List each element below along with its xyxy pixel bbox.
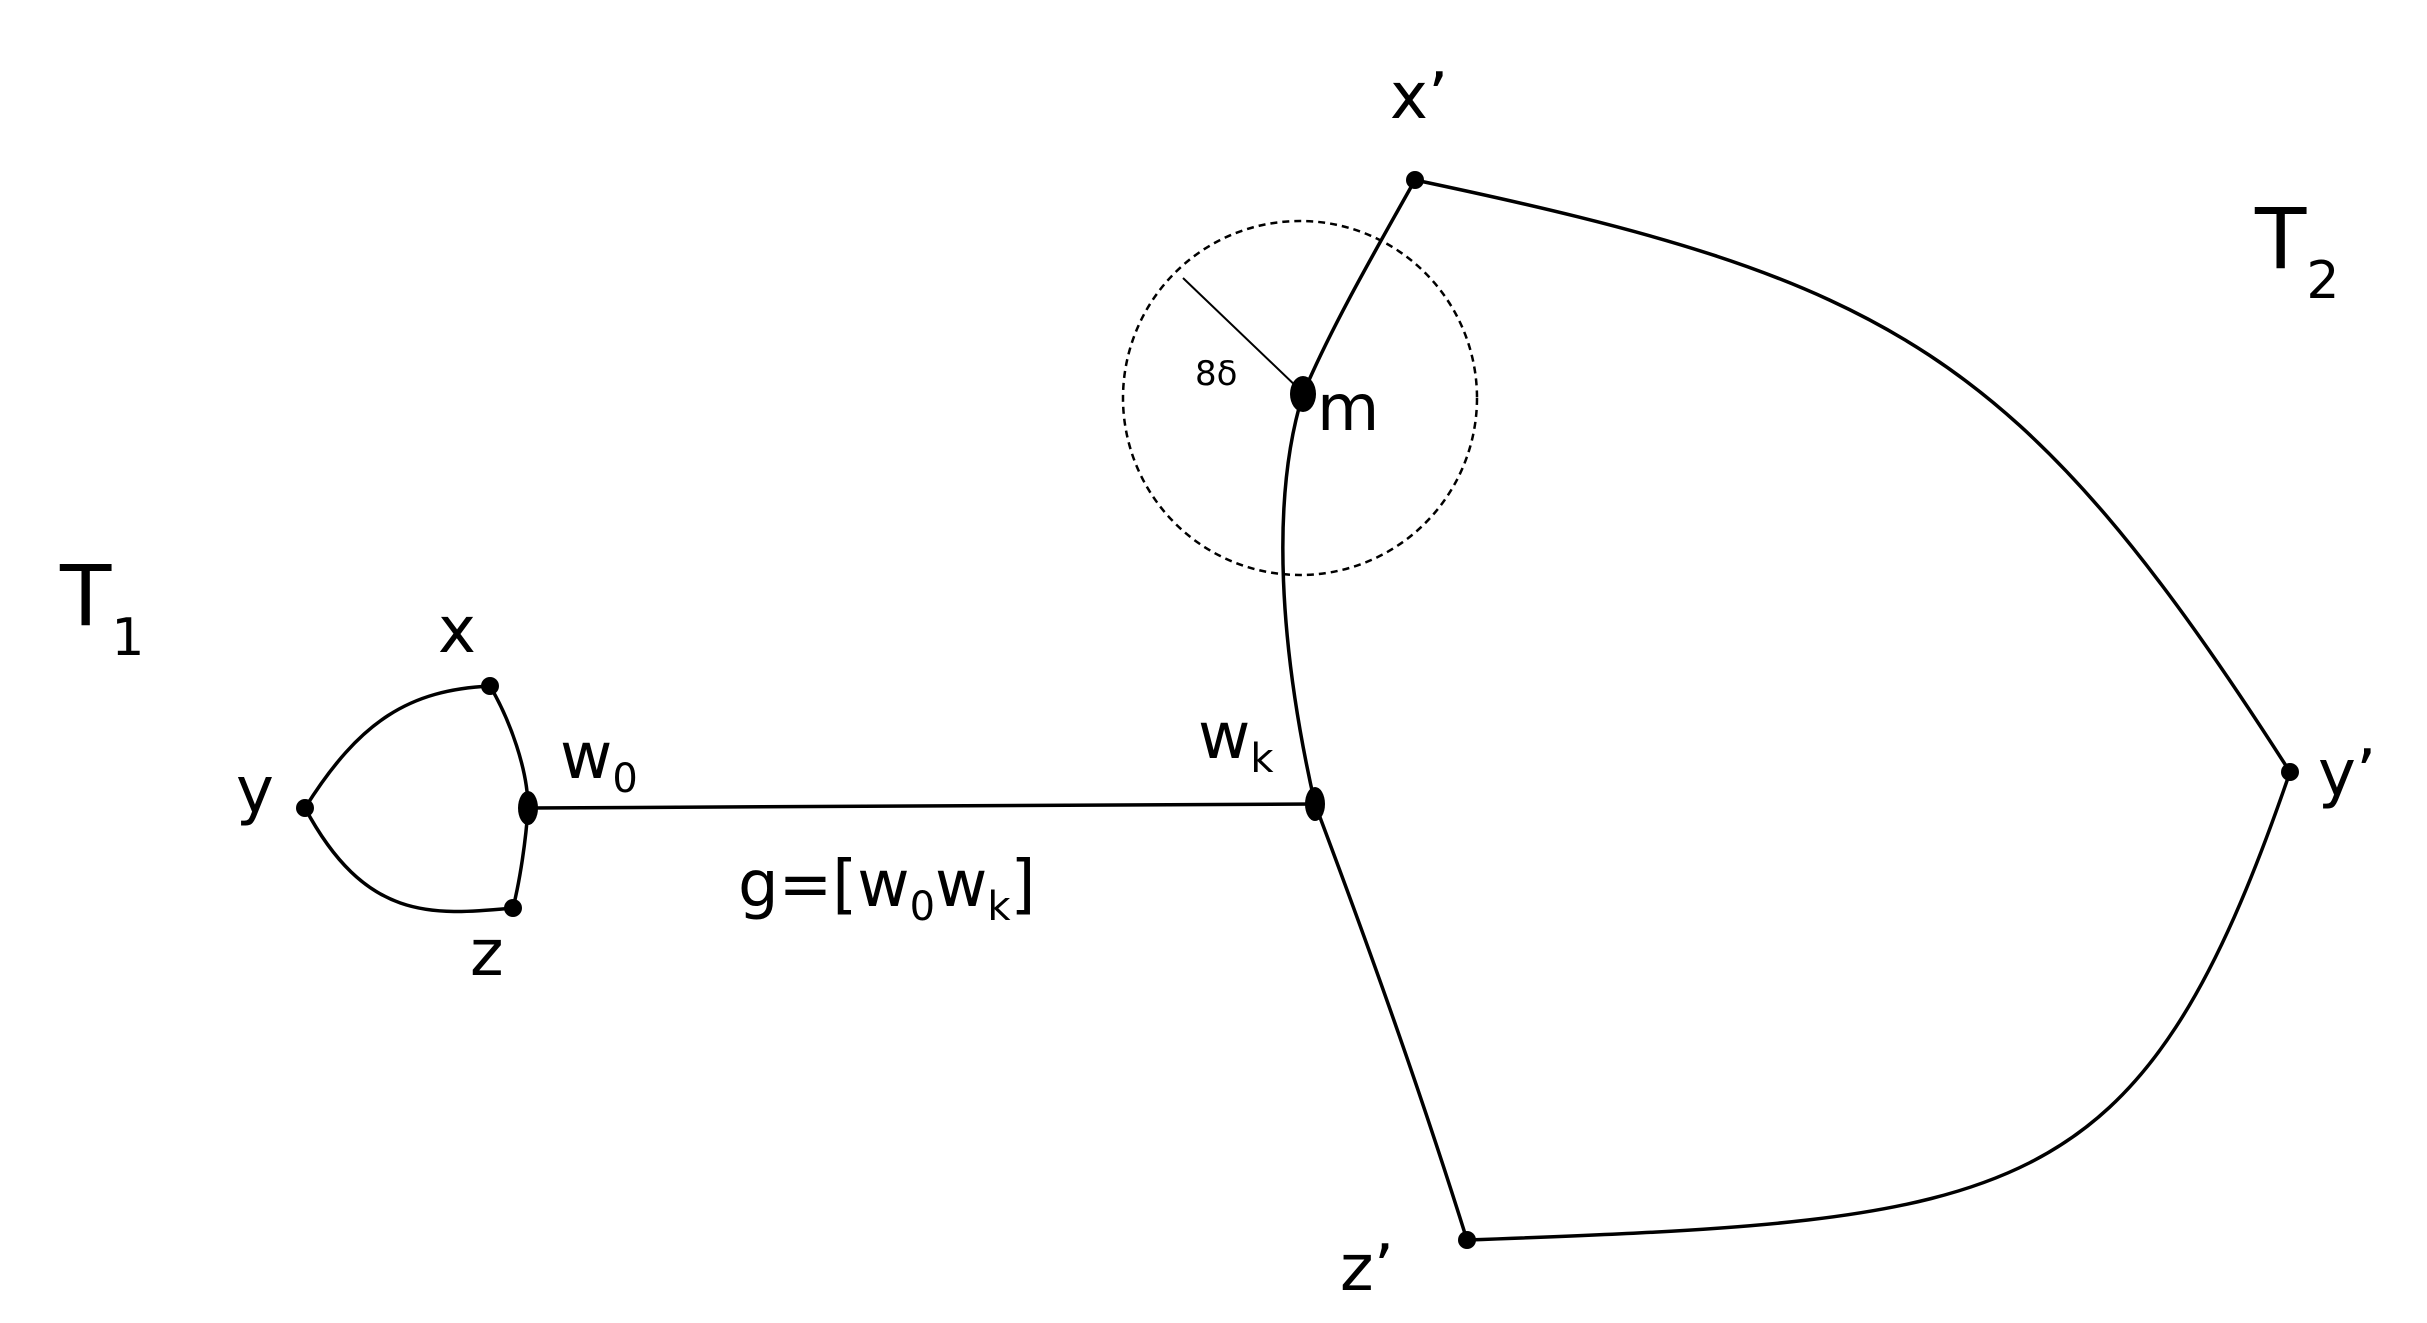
label-radius: 8δ	[1195, 354, 1237, 394]
edge-m-wk	[1281, 392, 1317, 806]
vertex-z	[504, 899, 522, 917]
label-t2: T2	[2254, 190, 2339, 311]
edge-xprime-m	[1301, 178, 1417, 396]
vertex-zprime	[1458, 1231, 1476, 1249]
vertex-xprime	[1406, 171, 1424, 189]
vertex-y	[296, 799, 314, 817]
label-geodesic: g=[w0wk]	[738, 848, 1036, 930]
edge-z-y	[303, 806, 515, 914]
label-m: m	[1317, 372, 1379, 446]
vertex-w0	[518, 791, 538, 825]
edge-wk-zprime	[1313, 802, 1469, 1242]
label-xprime: x’	[1390, 60, 1448, 134]
label-y: y	[236, 754, 274, 828]
neighborhood-circle	[1121, 219, 1479, 577]
vertex-yprime	[2281, 763, 2299, 781]
label-x: x	[438, 594, 476, 668]
edge-y-x	[303, 684, 492, 810]
edge-x-w0	[488, 684, 530, 810]
radius-line	[1182, 277, 1301, 391]
label-zprime: z’	[1340, 1232, 1394, 1306]
edge-xprime-yprime	[1413, 178, 2292, 774]
label-wk: wk	[1198, 700, 1274, 782]
geodesic-g	[526, 802, 1317, 810]
edge-yprime-zprime	[1465, 770, 2292, 1242]
label-t1: T1	[59, 547, 144, 668]
label-yprime: y’	[2318, 737, 2376, 811]
vertex-wk	[1305, 787, 1325, 821]
vertex-m	[1290, 376, 1316, 412]
label-w0: w0	[560, 720, 638, 802]
vertex-x	[481, 677, 499, 695]
label-z: z	[470, 917, 504, 991]
